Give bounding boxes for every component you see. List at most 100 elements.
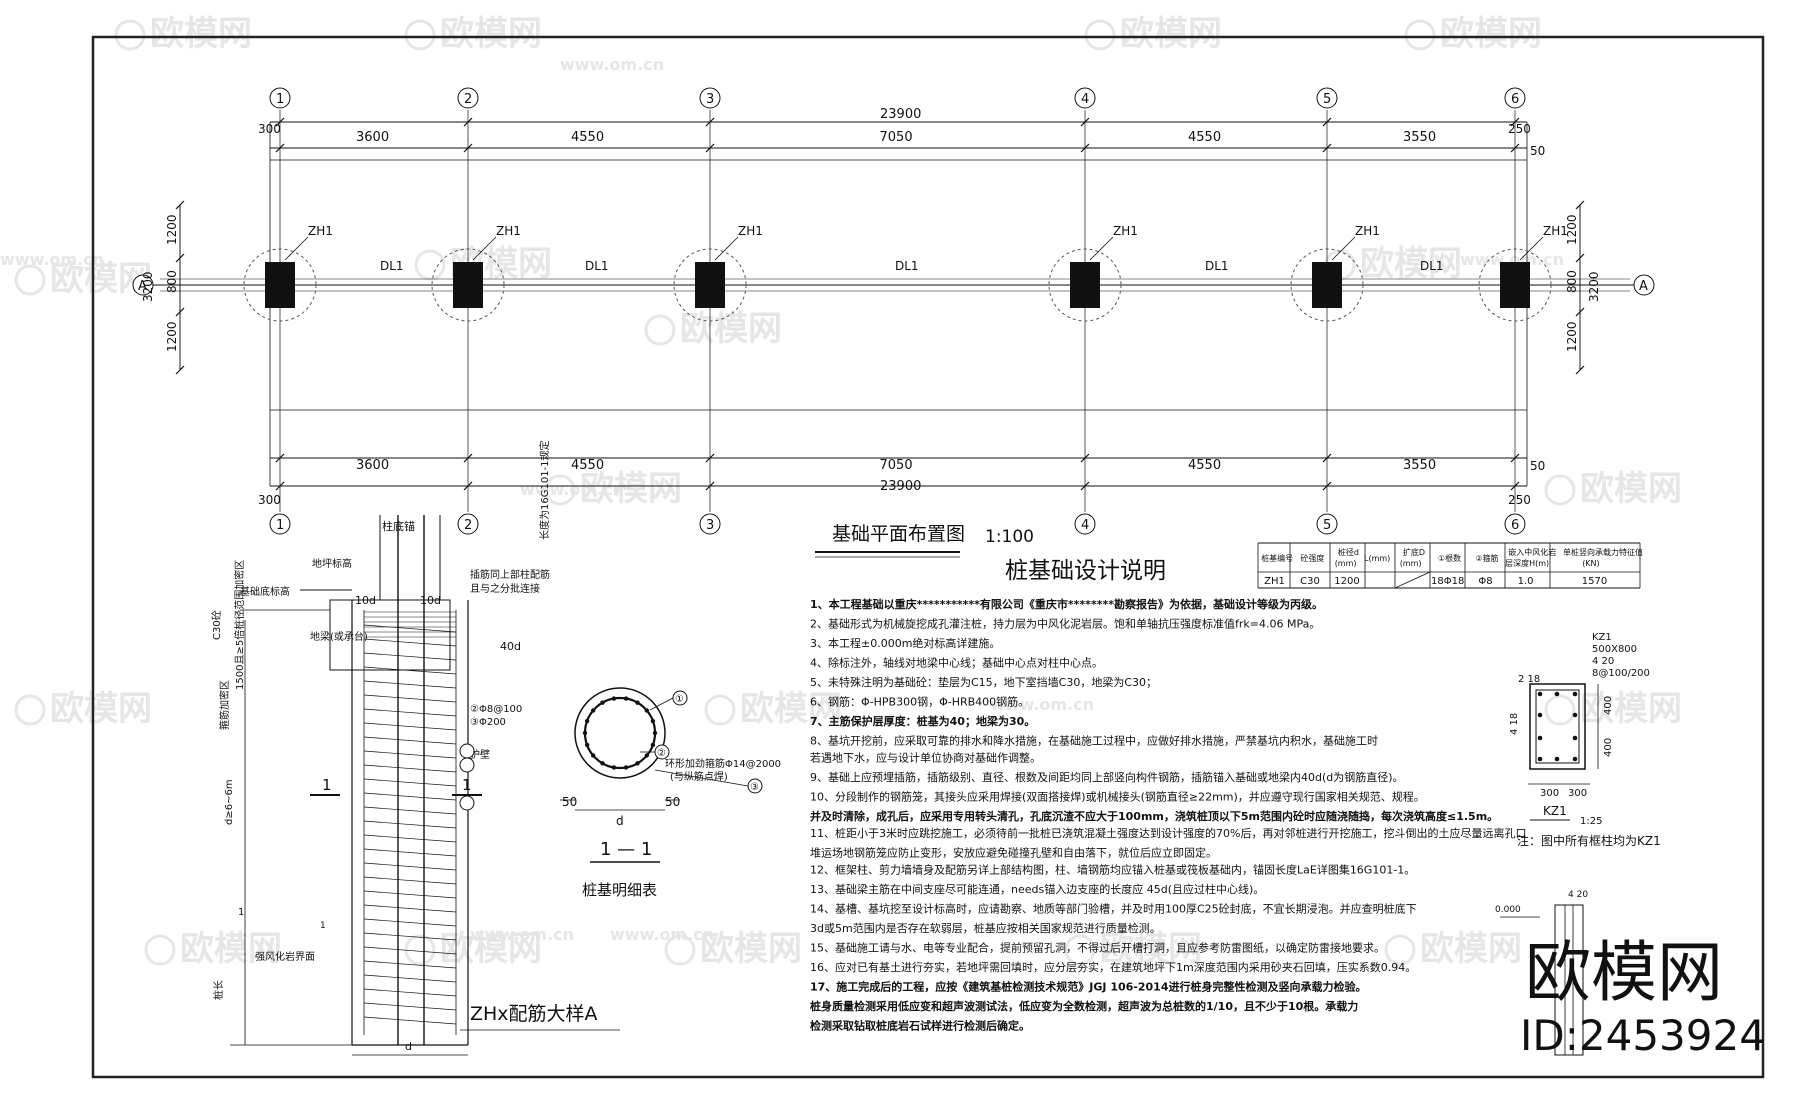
section-rebar-dot	[623, 696, 629, 701]
spiral-tie	[363, 876, 457, 885]
watermark-logo-icon	[1544, 474, 1576, 506]
notes-item: 17、施工完成后的工程，应按《建筑基桩检测技术规范》JGJ 106-2014进行…	[810, 980, 1367, 994]
edge-small-top: 50	[1530, 144, 1545, 158]
watermark-text: 欧模网	[580, 469, 682, 509]
watermark-logo-icon	[1544, 694, 1576, 726]
vert-dim-tick	[175, 307, 185, 317]
detail-rotated-label: 1500且≥5倍桩径范围加密区	[233, 560, 246, 690]
dim-tick	[705, 143, 715, 153]
pile-cap	[695, 262, 725, 308]
spiral-tie	[363, 778, 457, 787]
watermark-stamp: 欧模网	[414, 244, 552, 284]
watermark-text: 欧模网	[440, 929, 542, 969]
watermark-text: 欧模网	[1120, 14, 1222, 54]
table-header: 桩基编号	[1261, 553, 1293, 563]
total-dim-top: 23900	[880, 107, 921, 122]
pile-outline	[243, 248, 317, 322]
dim-tick	[275, 453, 285, 463]
table-header: ②箍筋	[1475, 553, 1498, 563]
notes-item: 16、应对已有基土进行夯实，若地坪需回填时，应分层夯实，在建筑地坪下1m深度范围…	[810, 960, 1416, 974]
axis-number-bottom: 3	[706, 518, 714, 533]
pile-cap	[1070, 262, 1100, 308]
section-callout-number: ②	[657, 748, 666, 759]
pile-leader	[714, 236, 739, 261]
dim-tick	[463, 143, 473, 153]
detail-label: 插筋同上部柱配筋	[470, 568, 550, 581]
spiral-tie	[363, 722, 457, 731]
section-50-left: 50	[562, 795, 577, 809]
watermark-url: www.om.cn	[610, 925, 714, 944]
span-dim-top: 4550	[1188, 130, 1221, 145]
watermark-logo-icon	[404, 19, 436, 51]
pile-outline	[1048, 248, 1122, 322]
watermark-stamp: 欧模网	[644, 309, 782, 349]
table-cell: 18Φ18	[1431, 576, 1464, 587]
sheet-border	[91, 35, 1765, 1079]
spiral-tie	[363, 638, 457, 647]
detail-label: 护壁	[470, 748, 490, 761]
detail-rotated-label: C30砼	[210, 610, 223, 640]
watermark-stamp: 欧模网	[1384, 929, 1522, 969]
dim-tick	[1080, 481, 1090, 491]
section-rebar-dot	[611, 696, 617, 701]
vert-dim-text: 1200	[1565, 321, 1579, 352]
spiral-tie	[363, 1016, 457, 1025]
section-rebar-dot	[590, 708, 596, 713]
spiral-tie	[363, 932, 457, 941]
callout-bubble	[459, 757, 475, 773]
dim-tick	[705, 117, 715, 127]
spiral-tie	[363, 848, 457, 857]
pile-cap	[265, 262, 295, 308]
section-mark-left: 1	[322, 776, 332, 794]
kz-bar-dot	[1537, 735, 1543, 741]
watermark-stamp: 欧模网	[664, 929, 802, 969]
span-dim-bottom: 4550	[1188, 458, 1221, 473]
vert-total-text: 3200	[1587, 271, 1601, 302]
detail-label: 地坪标高	[312, 557, 352, 570]
axis-number-top: 4	[1081, 92, 1089, 107]
section-leader	[649, 697, 674, 711]
dim-tick	[1510, 143, 1520, 153]
edge-dim-right-top: 250	[1508, 122, 1531, 136]
edge-dim-left-bottom: 300	[258, 493, 281, 507]
detail-label: 强风化岩界面	[255, 950, 315, 963]
section-d: d	[616, 814, 624, 828]
vert-dim-tick	[1575, 307, 1585, 317]
vert-total-text: 3200	[141, 271, 155, 302]
detail-rotated-label: d≥6~6m	[224, 779, 235, 825]
axis-letter-right: A	[1639, 279, 1648, 294]
section-callout-number: ①	[675, 694, 684, 705]
spiral-tie	[363, 834, 457, 843]
notes-item: 6、钢筋：Φ-HPB300钢，Φ-HRB400钢筋。	[810, 695, 1029, 709]
notes-item: 13、基础梁主筋在中间支座尽可能连通，needs锚入边支座的长度应 45d(且应…	[810, 882, 1264, 896]
notes-item: 4、除标注外，轴线对地梁中心线；基础中心点对柱中心点。	[810, 656, 1103, 670]
axis-bubble-bottom	[1504, 513, 1526, 535]
watermark-text: 欧模网	[1440, 14, 1542, 54]
kz-elev-column	[1554, 904, 1584, 1056]
spiral-tie	[363, 918, 457, 927]
pile-label: ZH1	[1543, 224, 1568, 238]
watermark-stamp: 欧模网	[1324, 244, 1462, 284]
notes-item: 检测采取钻取桩底岩石试样进行检测后确定。	[810, 1019, 1030, 1033]
spiral-tie	[363, 820, 457, 829]
spiral-tie	[363, 708, 457, 717]
dim-tick	[1322, 453, 1332, 463]
watermark-stamp: 欧模网	[1084, 14, 1222, 54]
span-dim-bottom: 3600	[356, 458, 389, 473]
beam-label: DL1	[380, 259, 404, 273]
notes-item: 3、本工程±0.000m绝对标高详建施。	[810, 636, 1000, 650]
kz-bars2: 4 20	[1568, 890, 1588, 900]
watermark-text: 欧模网	[180, 929, 282, 969]
watermark-url: www.om.cn	[470, 925, 574, 944]
detail-label: 柱底锚	[382, 519, 415, 533]
watermark-text: 欧模网	[700, 929, 802, 969]
watermark-text: 欧模网	[740, 689, 842, 729]
axis-bubble-top	[1316, 87, 1338, 109]
pile-outline	[431, 248, 505, 322]
callout-bubble	[459, 795, 475, 811]
spiral-tie	[363, 750, 457, 759]
